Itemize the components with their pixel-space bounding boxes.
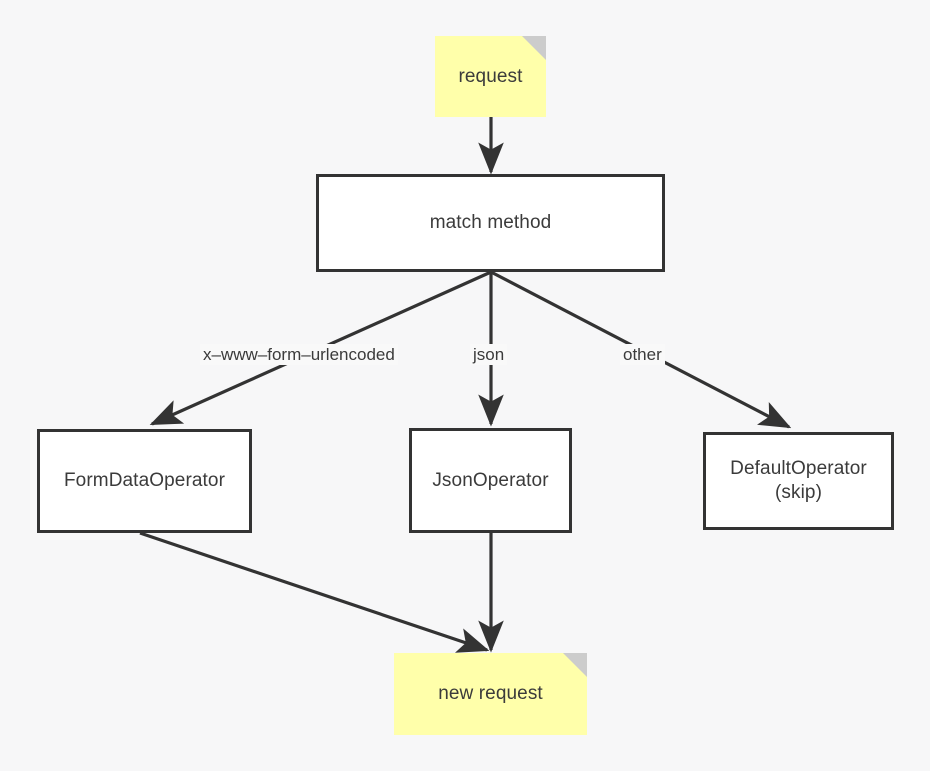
node-form-data-operator-label: FormDataOperator [63, 470, 226, 492]
node-default-operator-label: DefaultOperator (skip) [730, 458, 867, 503]
edge-label-other: other [620, 344, 665, 365]
node-new-request[interactable]: new request [394, 653, 587, 735]
note-fold-icon [563, 653, 587, 677]
node-json-operator[interactable]: JsonOperator [409, 428, 572, 533]
node-request[interactable]: request [435, 36, 546, 117]
note-fold-icon [522, 36, 546, 60]
node-default-operator[interactable]: DefaultOperator (skip) [703, 432, 894, 530]
node-match-method[interactable]: match method [316, 174, 665, 272]
edge-label-json: json [470, 344, 508, 365]
edge-formdata-to-newrequest [139, 531, 490, 653]
node-request-label: request [458, 65, 523, 87]
node-form-data-operator[interactable]: FormDataOperator [37, 429, 252, 533]
node-json-operator-label: JsonOperator [432, 469, 549, 491]
node-match-method-label: match method [429, 212, 552, 234]
edge-label-x-www-form-urlencoded: x–www–form–urlencoded [200, 344, 398, 365]
node-new-request-label: new request [438, 683, 543, 705]
